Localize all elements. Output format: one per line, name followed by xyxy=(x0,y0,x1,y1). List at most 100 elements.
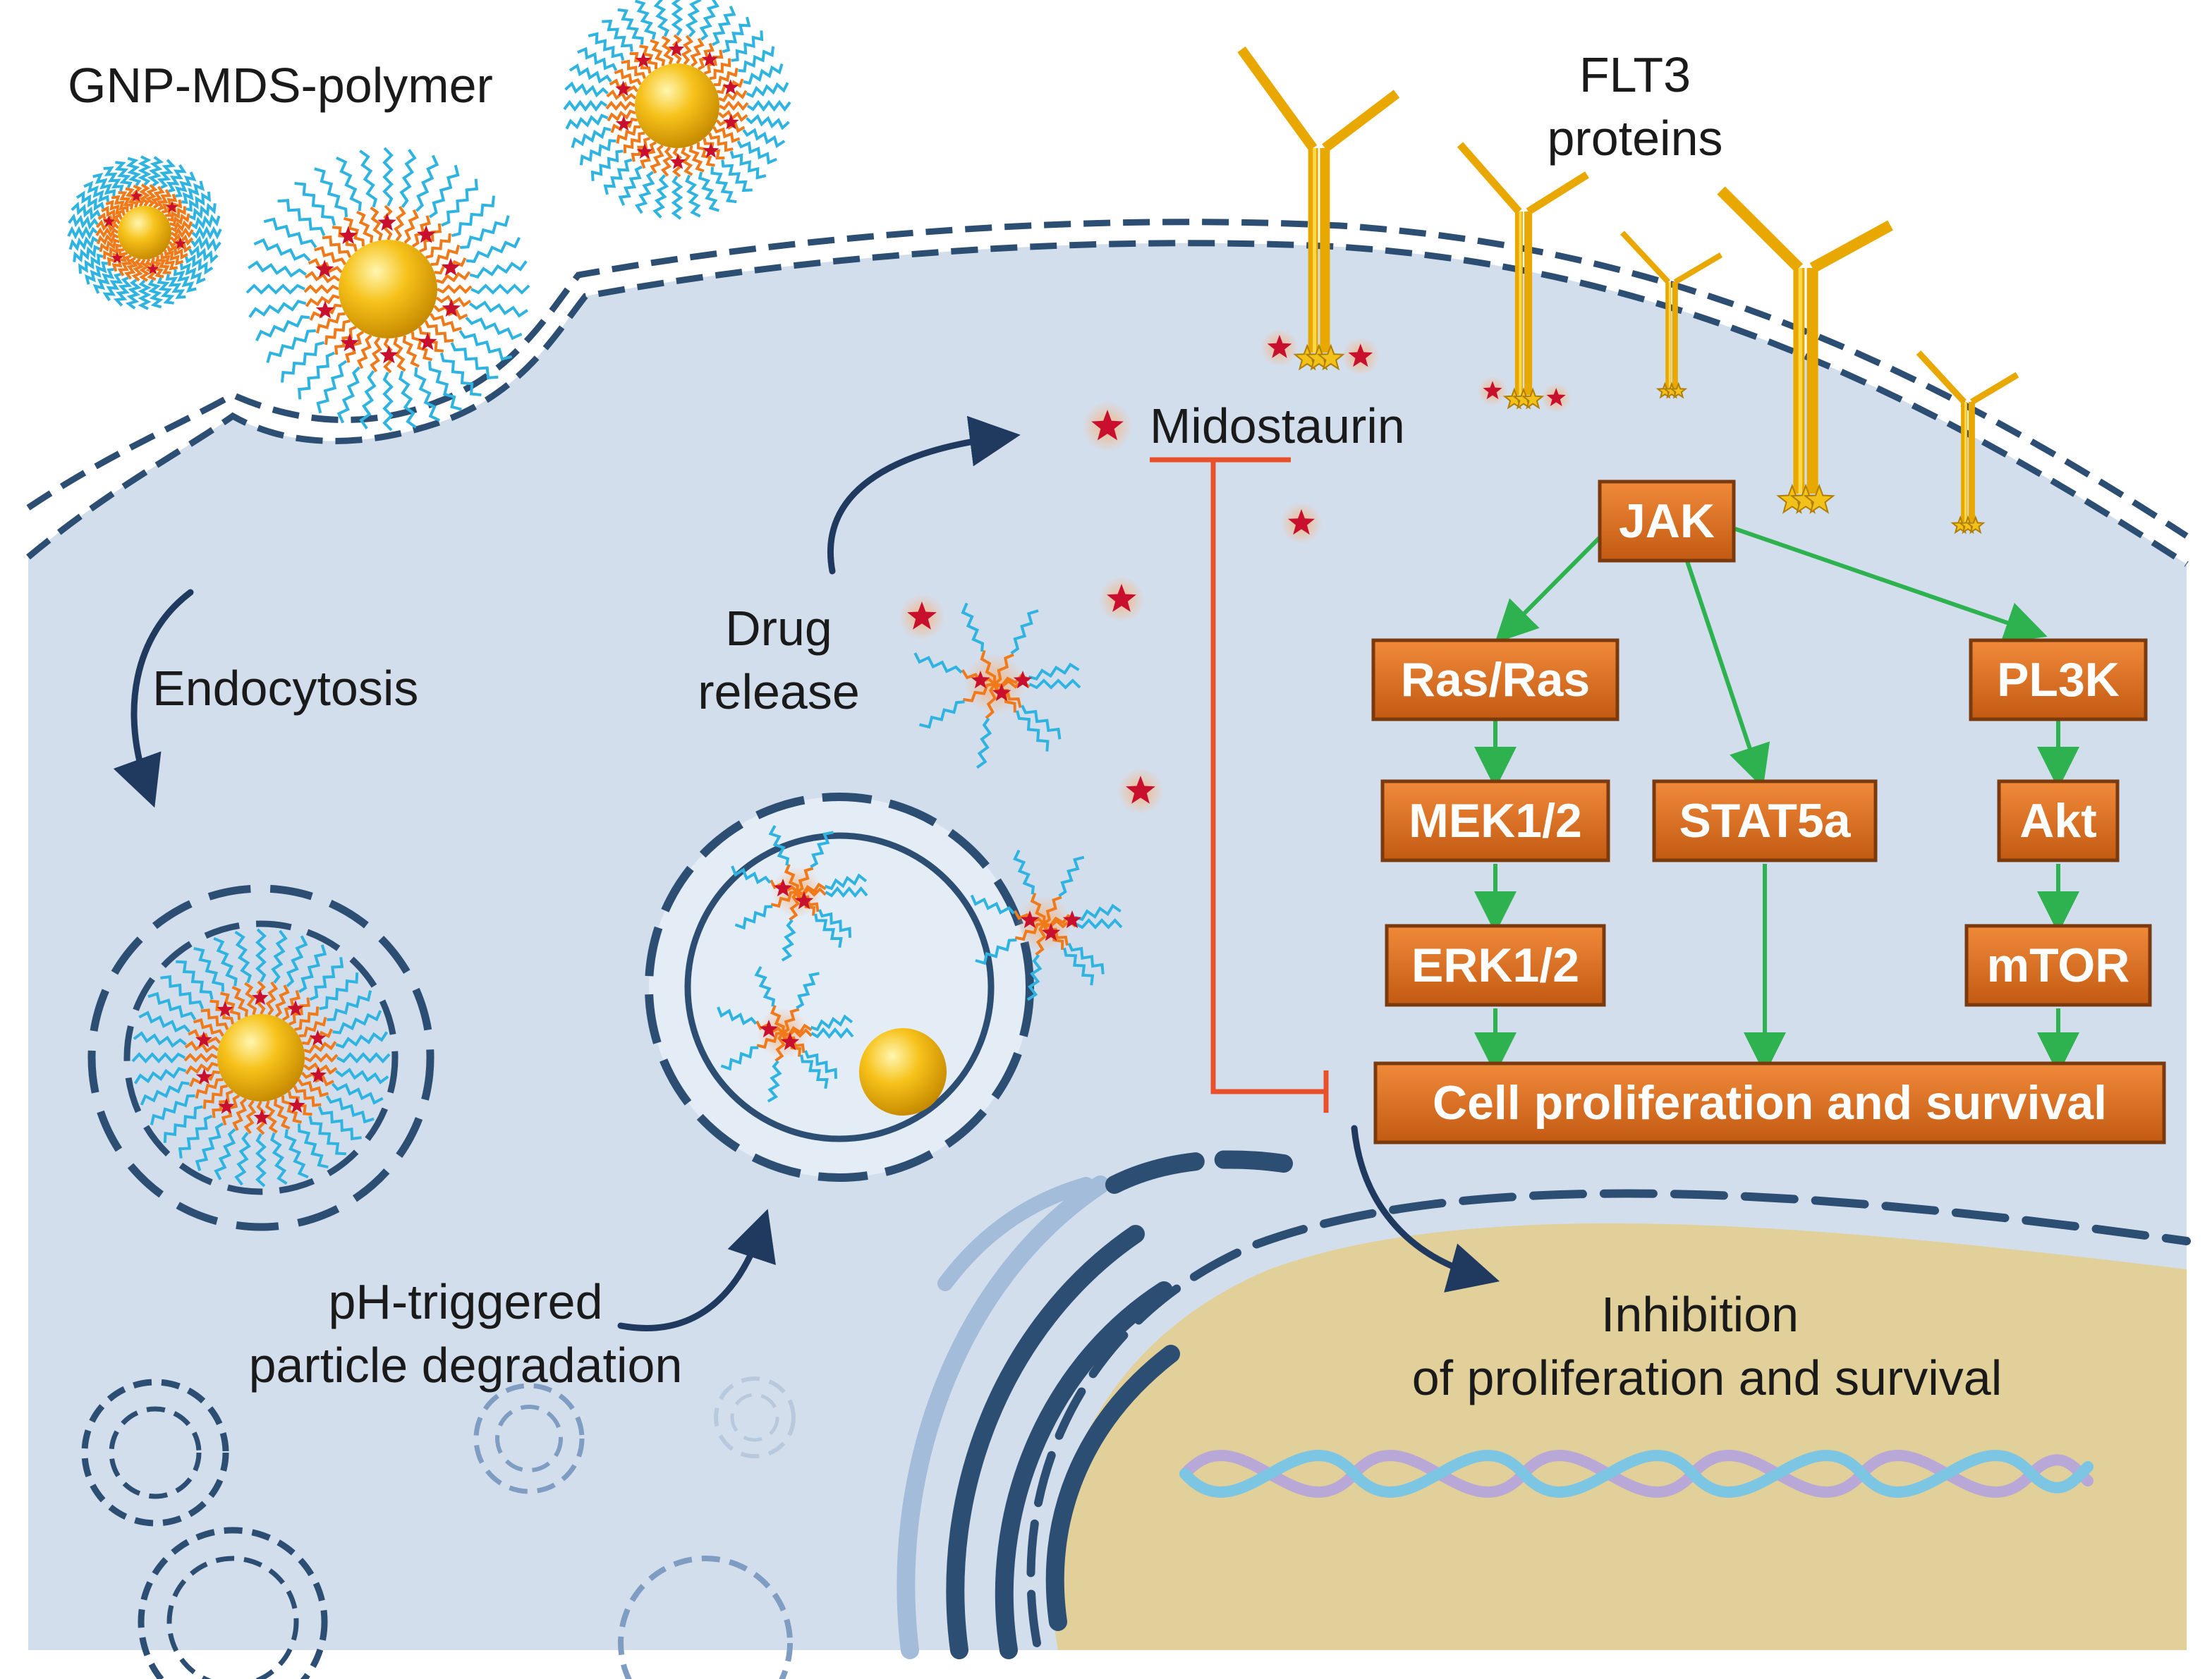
flt3-receptor-icon xyxy=(1457,142,1589,413)
flt3-receptor-icon xyxy=(1916,350,2019,535)
midostaurin-star-icon xyxy=(252,989,269,1005)
midostaurin-star-icon xyxy=(907,602,937,630)
ph-label-line1: pH-triggered xyxy=(328,1274,602,1329)
midostaurin-star-icon xyxy=(992,683,1011,702)
endoplasmic-reticulum xyxy=(897,1150,1293,1659)
midostaurin-star-icon xyxy=(253,1109,270,1125)
midostaurin-star-icon xyxy=(166,201,178,213)
node-erk-label: ERK1/2 xyxy=(1411,939,1579,992)
polymer-fragments xyxy=(717,602,1123,1103)
midostaurin-star-icon xyxy=(315,300,335,319)
polymer-fragment xyxy=(970,849,1123,1001)
midostaurin-star-icon xyxy=(701,51,718,67)
endocytosis-label: Endocytosis xyxy=(152,661,418,716)
node-stat: STAT5a xyxy=(1652,779,1878,862)
inhibition-arrow xyxy=(1351,1125,1500,1293)
nuclear-envelope xyxy=(1026,1189,2191,1647)
gold-nanoparticle-core xyxy=(635,63,719,148)
dna-helix xyxy=(1179,1450,2094,1498)
midostaurin-star-icon xyxy=(377,213,396,231)
nanoparticles xyxy=(67,0,791,1187)
polymer-fragment xyxy=(913,602,1081,769)
midostaurin-star-icon xyxy=(1062,910,1082,929)
midostaurin-star-icon xyxy=(147,262,159,274)
midostaurin-star-icon xyxy=(309,1030,327,1046)
node-stat-label: STAT5a xyxy=(1679,794,1851,848)
gold-nanoparticle-core xyxy=(118,206,171,260)
endocytosis-arrow xyxy=(113,589,194,808)
polymer-fragment xyxy=(731,824,868,962)
drug-release-label-line1: Drug xyxy=(725,601,832,656)
gold-nanoparticle-core xyxy=(217,1014,305,1101)
midostaurin-star-icon xyxy=(442,298,461,317)
midostaurin-star-icon xyxy=(217,1001,233,1017)
node-ras: Ras/Ras xyxy=(1371,638,1620,721)
node-mek-label: MEK1/2 xyxy=(1409,794,1582,848)
midostaurin-star-icon xyxy=(1091,410,1124,441)
node-mek: MEK1/2 xyxy=(1380,779,1610,862)
node-erk: ERK1/2 xyxy=(1385,924,1606,1007)
flt3-receptors xyxy=(1237,46,2019,535)
polymer-fragment xyxy=(717,965,854,1103)
cell-membrane xyxy=(26,219,2189,567)
midostaurin-star-icon xyxy=(635,52,652,68)
midostaurin-star-icon xyxy=(723,114,739,130)
midostaurin-star-icon xyxy=(218,1098,235,1114)
node-outcome-label: Cell proliferation and survival xyxy=(1433,1076,2107,1130)
gold-nanoparticle-core xyxy=(339,240,437,338)
inhibition-label-line2: of proliferation and survival xyxy=(1412,1350,2003,1405)
midostaurin-star-icon xyxy=(310,1066,327,1083)
midostaurin-star-icon xyxy=(1267,334,1292,358)
midostaurin-star-icon xyxy=(615,115,632,131)
midostaurin-star-icon xyxy=(636,143,653,159)
vesicles xyxy=(81,1376,796,1679)
midostaurin-star-icon xyxy=(1348,343,1373,367)
pathway-nodes: JAK Ras/Ras MEK1/2 ERK1/2 STAT5a PL3K Ak… xyxy=(1371,480,2166,1144)
node-jak: JAK xyxy=(1598,480,1736,563)
midostaurin-star-icon xyxy=(1107,584,1136,612)
midostaurin-star-icon xyxy=(315,260,334,278)
receptor-label-line2: proteins xyxy=(1547,111,1722,166)
lysosome xyxy=(645,793,1034,1182)
drug-release-arrow xyxy=(827,415,1021,575)
endosome xyxy=(87,884,435,1231)
midostaurin-star-icon xyxy=(379,346,399,364)
midostaurin-star-icon xyxy=(288,1097,305,1113)
ph-label-line2: particle degradation xyxy=(249,1338,683,1393)
drug-release-label-line2: release xyxy=(698,664,860,719)
node-ras-label: Ras/Ras xyxy=(1401,653,1590,707)
midostaurin-star-icon xyxy=(780,1032,800,1051)
midostaurin-star-icon xyxy=(668,41,685,56)
nanoparticle xyxy=(67,155,222,310)
nanoparticle xyxy=(131,928,391,1187)
flt3-receptor-icon xyxy=(1620,231,1723,399)
flt3-receptor-icon xyxy=(1717,186,1893,514)
midostaurin-star-icon xyxy=(971,671,990,689)
node-akt-label: Akt xyxy=(2019,794,2097,848)
midostaurin-star-icon xyxy=(794,891,814,910)
process-arrows xyxy=(113,415,1500,1331)
inhibition-label-line1: Inhibition xyxy=(1601,1287,1799,1342)
midostaurin-star-icon xyxy=(759,1020,779,1038)
node-jak-label: JAK xyxy=(1619,494,1715,548)
midostaurin-star-icon xyxy=(441,257,461,276)
midostaurin-star-icon xyxy=(174,237,187,249)
drug-molecules xyxy=(899,401,1323,814)
inhibition-line xyxy=(1150,457,1329,1113)
midostaurin-star-icon xyxy=(339,226,358,245)
midostaurin-star-icon xyxy=(1126,776,1155,804)
midostaurin-star-icon xyxy=(195,1068,213,1085)
ph-arrow xyxy=(617,1209,776,1331)
midostaurin-star-icon xyxy=(111,252,123,264)
midostaurin-star-icon xyxy=(287,1000,304,1016)
node-pi3k-label: PL3K xyxy=(1997,653,2120,707)
signaling-arrows xyxy=(1474,520,2079,1075)
midostaurin-star-icon xyxy=(418,332,437,350)
midostaurin-star-icon xyxy=(615,80,631,97)
midostaurin-star-icon xyxy=(722,79,739,94)
node-outcome: Cell proliferation and survival xyxy=(1373,1061,2166,1144)
midostaurin-star-icon xyxy=(669,154,686,169)
flt3-receptor-icon xyxy=(1237,46,1400,376)
nanoparticle xyxy=(245,147,530,432)
drug-label: Midostaurin xyxy=(1150,398,1405,453)
